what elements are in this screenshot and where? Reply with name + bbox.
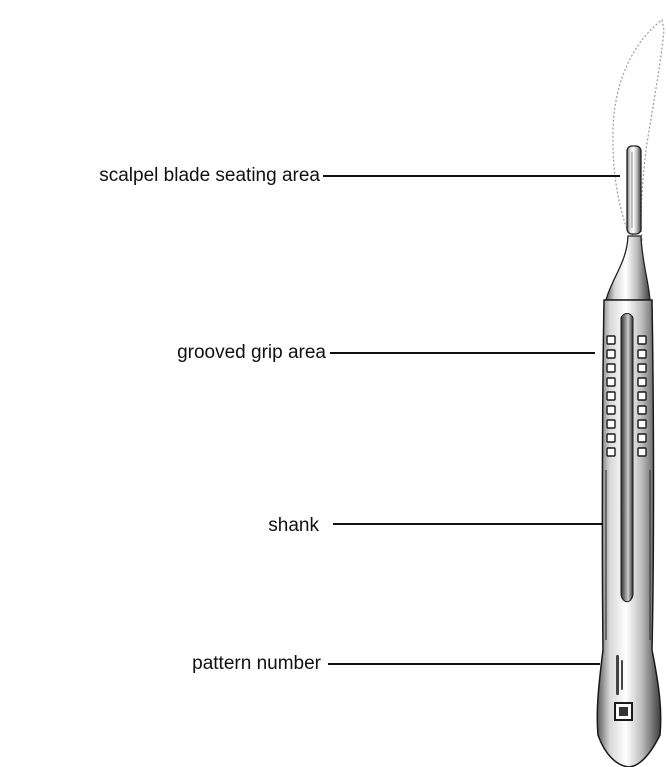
label-scalpel-blade-seating-area: scalpel blade seating area <box>99 166 320 185</box>
leader-line-grooved-grip <box>330 352 595 354</box>
blade-seating-tang <box>627 146 641 234</box>
grip-ridges-right <box>638 336 646 456</box>
leader-line-shank <box>333 523 603 525</box>
leader-line-blade-seating <box>323 175 620 177</box>
center-groove <box>621 314 633 602</box>
label-pattern-number: pattern number <box>192 654 321 673</box>
leader-line-pattern-number <box>328 663 600 665</box>
label-shank: shank <box>268 516 319 535</box>
grip-ridges-left <box>607 336 615 456</box>
label-grooved-grip-area: grooved grip area <box>177 343 326 362</box>
handle-neck <box>606 236 650 300</box>
pattern-number-stamp-inner <box>619 707 628 716</box>
